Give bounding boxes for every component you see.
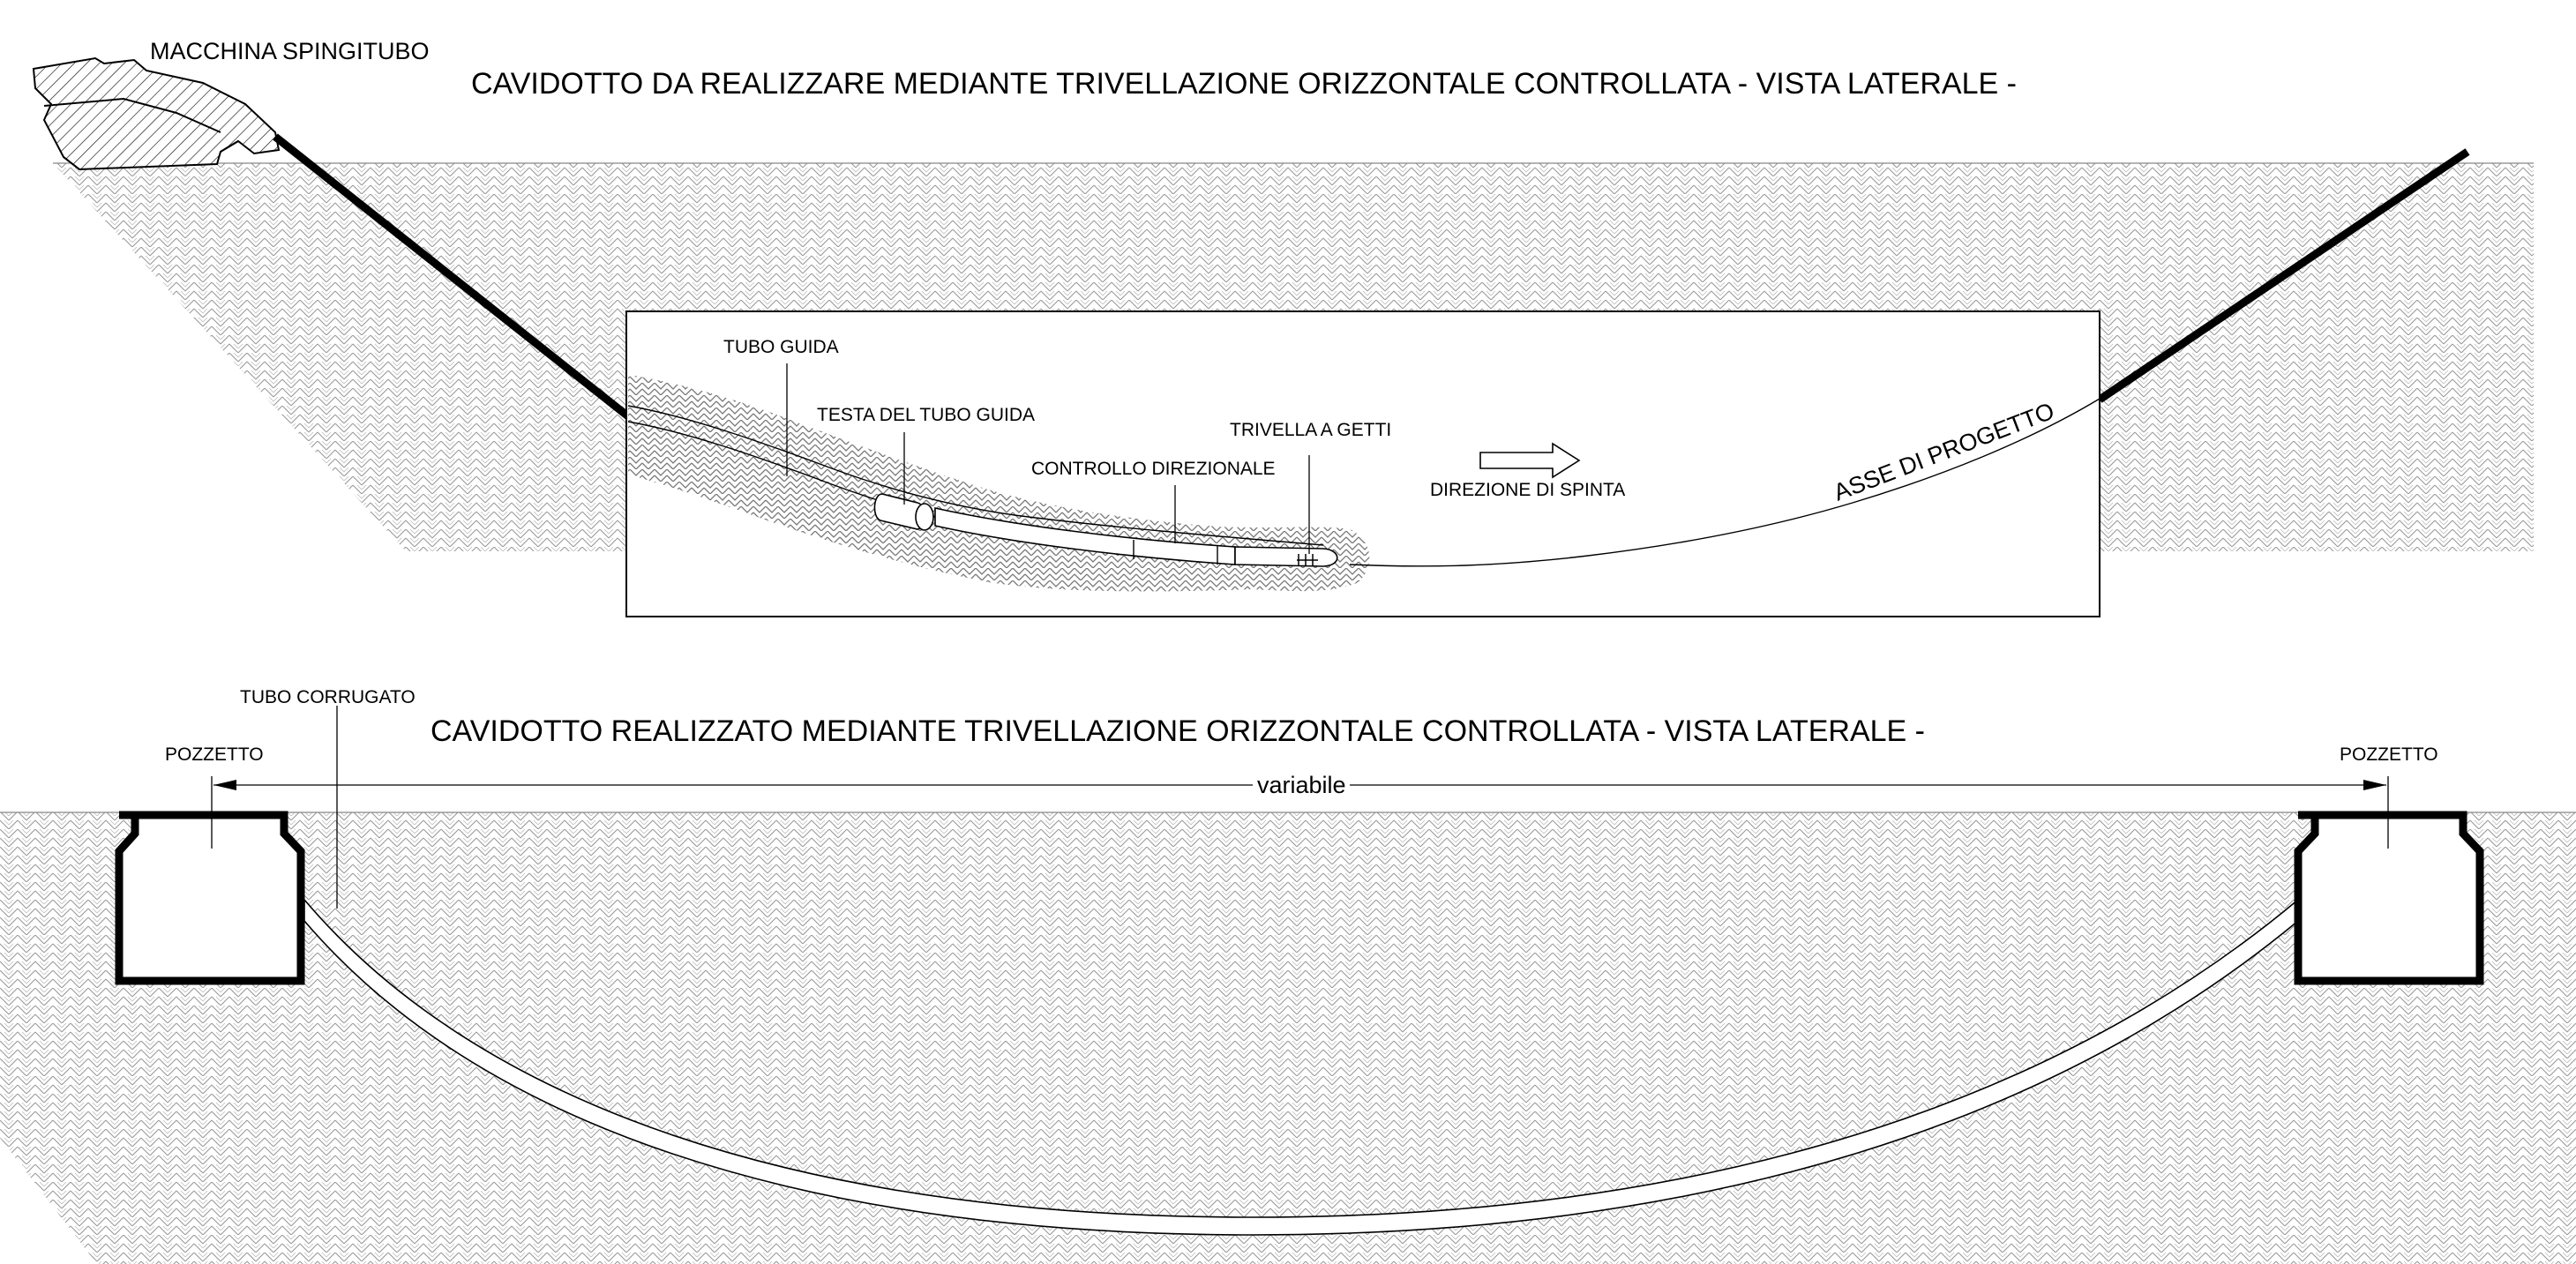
label-trivella-a-getti: TRIVELLA A GETTI — [1230, 420, 1391, 440]
right-exit-drill-line — [2097, 148, 2470, 403]
machine-spingitubo — [32, 56, 281, 171]
bottom-soil-mass — [0, 812, 2576, 1264]
label-direzione-di-spinta: DIREZIONE DI SPINTA — [1430, 480, 1625, 500]
bottom-view-title: CAVIDOTTO REALIZZATO MEDIANTE TRIVELLAZI… — [431, 714, 1925, 748]
pozzetto-right — [2294, 776, 2484, 985]
top-view-title: CAVIDOTTO DA REALIZZARE MEDIANTE TRIVELL… — [471, 67, 2017, 101]
pozzetto-left — [115, 776, 305, 985]
dimension-variabile — [213, 780, 2386, 790]
bottom-view: CAVIDOTTO REALIZZATO MEDIANTE TRIVELLAZI… — [0, 687, 2576, 1264]
label-tubo-corrugato: TUBO CORRUGATO — [240, 687, 416, 707]
machine-label: MACCHINA SPINGITUBO — [150, 38, 430, 64]
left-entry-drill-line — [273, 133, 631, 420]
dimension-label: variabile — [1257, 772, 1346, 798]
label-pozzetto-right: POZZETTO — [2340, 744, 2438, 765]
bored-channel-soil — [628, 375, 1370, 592]
label-testa-tubo-guida: TESTA DEL TUBO GUIDA — [817, 405, 1035, 425]
label-controllo-direzionale: CONTROLLO DIREZIONALE — [1031, 459, 1276, 479]
top-view: CAVIDOTTO DA REALIZZARE MEDIANTE TRIVELL… — [32, 38, 2534, 617]
guide-pipe-upper — [627, 405, 1324, 546]
label-tubo-guida: TUBO GUIDA — [723, 337, 839, 357]
project-axis-curve — [1349, 398, 2100, 567]
thrust-direction-arrow — [1479, 442, 1581, 479]
jet-drill-head — [1234, 546, 1338, 567]
label-pozzetto-left: POZZETTO — [165, 744, 264, 765]
guide-pipe-head — [873, 493, 934, 531]
